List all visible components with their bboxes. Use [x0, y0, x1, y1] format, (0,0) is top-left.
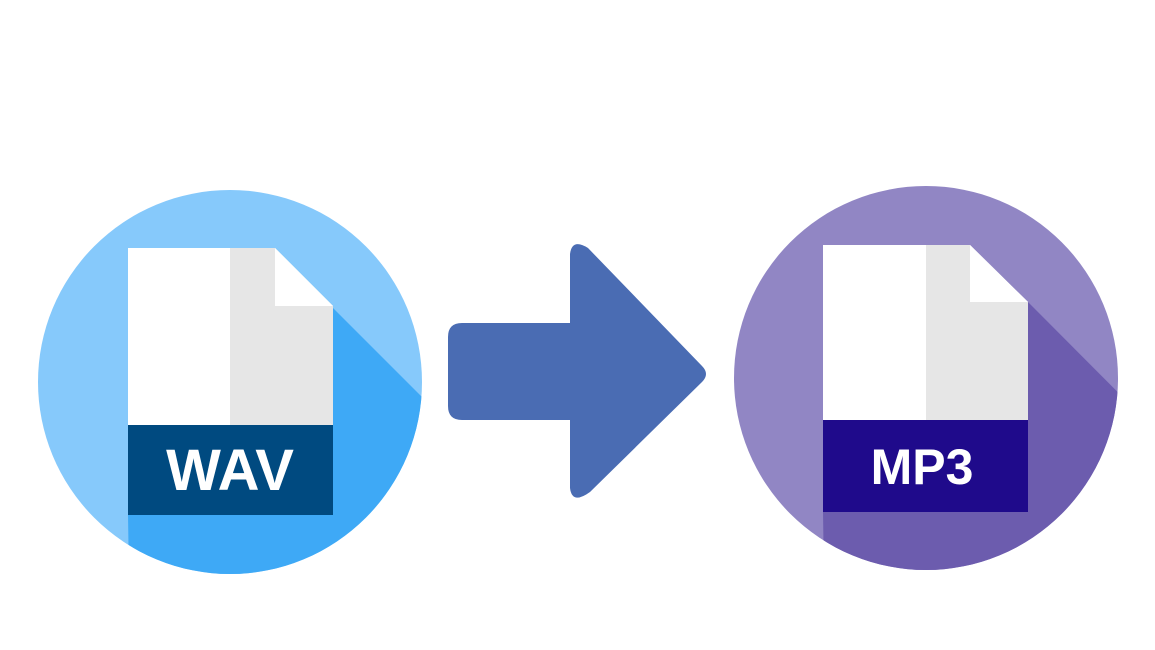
right-arrow-icon: [448, 244, 706, 498]
mp3-corner-fold: [970, 245, 1028, 302]
mp3-label: MP3: [871, 439, 974, 495]
wav-long-shadow: [128, 308, 422, 574]
mp3-file-icon: MP3: [734, 186, 1118, 570]
wav-file-icon: WAV: [38, 190, 422, 574]
mp3-label-band: [823, 420, 1028, 512]
wav-label: WAV: [166, 438, 294, 503]
wav-corner-fold: [275, 248, 333, 306]
mp3-long-shadow: [823, 302, 1118, 570]
wav-label-band: [128, 425, 333, 515]
